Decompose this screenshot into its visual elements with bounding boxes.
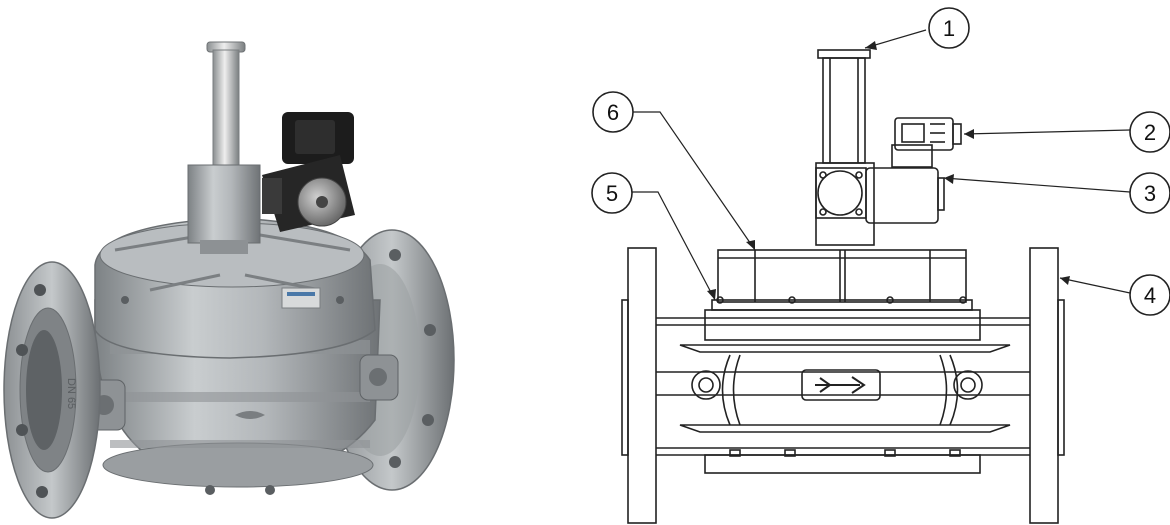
- drawing-actuator-head: [817, 49, 871, 59]
- callout-1-label: 1: [943, 16, 955, 41]
- callout-2: 2: [1129, 111, 1170, 153]
- left-flange: DN 65: [3, 261, 101, 519]
- callout-3-label: 3: [1144, 181, 1156, 206]
- callout-1: 1: [928, 7, 970, 49]
- solenoid-coil: [262, 112, 355, 232]
- callout-5-label: 5: [606, 181, 618, 206]
- drawing-coil: [865, 167, 939, 224]
- callout-5: 5: [591, 172, 633, 214]
- drawing-left-flange: [627, 247, 657, 524]
- drawing-right-flange: [1029, 247, 1059, 524]
- leader-lines: [632, 29, 1131, 301]
- drawing-lines: [621, 49, 1065, 524]
- callout-4: 4: [1129, 274, 1170, 316]
- flange-marking: DN 65: [65, 378, 77, 409]
- callout-3: 3: [1129, 172, 1170, 214]
- actuator-stem: [187, 41, 261, 254]
- valve-photo: DN 65: [3, 41, 455, 519]
- callout-6: 6: [592, 91, 634, 133]
- callout-4-label: 4: [1144, 283, 1156, 308]
- leader-arrowheads: [707, 41, 1070, 300]
- callout-2-label: 2: [1144, 120, 1156, 145]
- valve-cover: [94, 217, 376, 359]
- valve-technical-drawing: 1 2 3 4 5 6: [591, 7, 1170, 524]
- callout-6-label: 6: [607, 100, 619, 125]
